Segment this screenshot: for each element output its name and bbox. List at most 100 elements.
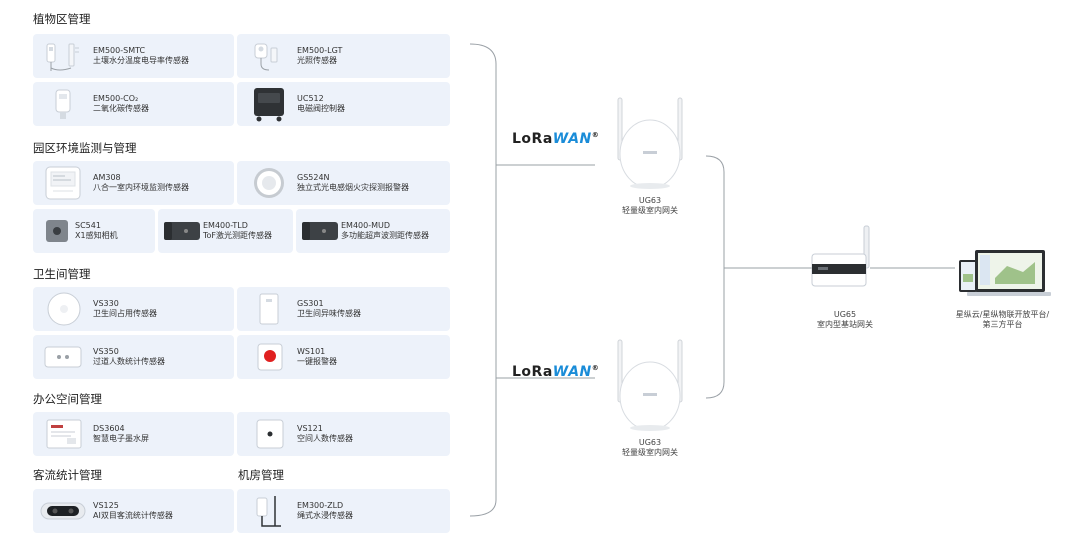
gateway-name: UG63 [638,196,662,205]
device-desc: 卫生间异味传感器 [297,309,361,318]
gateway-bracket [705,155,725,399]
device-desc: 二氧化碳传感器 [93,104,149,113]
leak-sensor-icon [256,496,281,527]
co2-sensor-icon [55,89,71,119]
device-card-ds3604[interactable]: DS3604 智慧电子墨水屏 [33,412,234,456]
device-card-em500-co2[interactable]: EM500-CO₂ 二氧化碳传感器 [33,82,234,126]
gateway-desc: 轻量级室内网关 [622,206,678,215]
cloud-platform-line1: 星纵云/星纵物联开放平台/ [955,310,1050,319]
lora-text-lo: Lo [512,131,532,147]
space-counter-icon [256,419,284,449]
device-desc: 过道人数统计传感器 [93,357,165,366]
device-group-bracket [469,43,497,517]
device-desc: 绳式水浸传感器 [297,511,353,520]
device-card-vs125[interactable]: VS125 AI双目客流统计传感器 [33,489,234,533]
device-model: DS3604 [93,424,125,433]
device-desc: 空间人数传感器 [297,434,353,443]
device-model: WS101 [297,347,326,356]
device-model: SC541 [75,221,101,230]
device-desc: ToF激光测距传感器 [203,231,273,240]
base-station-ug65-label: UG65 室内型基站网关 [795,310,895,330]
section-title-park: 园区环境监测与管理 [33,141,137,155]
lora-text-ra: Ra [531,364,553,380]
lora-text-lo: Lo [512,364,532,380]
device-desc: X1感知相机 [75,231,118,240]
device-model: VS330 [93,299,119,308]
device-card-vs121[interactable]: VS121 空间人数传感器 [237,412,450,456]
base-station-desc: 室内型基站网关 [817,320,873,329]
device-desc: 八合一室内环境监测传感器 [93,183,189,192]
lorawan-logo-top: LoRaWAN® [512,131,599,147]
environment-sensor-icon [45,166,81,200]
device-card-vs350[interactable]: VS350 过道人数统计传感器 [33,335,234,379]
eink-display-icon [46,419,82,449]
device-model: GS301 [297,299,324,308]
device-model: EM500-LGT [297,46,343,55]
camera-icon [46,220,68,242]
device-card-gs524n[interactable]: GS524N 独立式光电感烟火灾探测报警器 [237,161,450,205]
device-desc: 卫生间占用传感器 [93,309,157,318]
section-title-office: 办公空间管理 [33,392,102,406]
gateway-name: UG63 [638,438,662,447]
base-station-ug65-icon [811,225,870,287]
section-title-plant: 植物区管理 [33,12,91,26]
cloud-platform-label: 星纵云/星纵物联开放平台/ 第三方平台 [935,310,1070,330]
device-card-am308[interactable]: AM308 八合一室内环境监测传感器 [33,161,234,205]
device-card-em400-tld[interactable]: EM400-TLD ToF激光测距传感器 [158,209,293,253]
device-model: UC512 [297,94,324,103]
device-model: VS125 [93,501,119,510]
device-desc: 土壤水分温度电导率传感器 [93,56,189,65]
section-title-traffic: 客流统计管理 [33,468,102,482]
device-card-em400-mud[interactable]: EM400-MUD 多功能超声波测距传感器 [296,209,450,253]
cloud-platform-screens-icon [959,250,1051,296]
ultrasonic-sensor-icon [302,222,338,240]
section-title-wc: 卫生间管理 [33,267,91,281]
device-card-sc541[interactable]: SC541 X1感知相机 [33,209,155,253]
device-model: EM500-SMTC [93,46,146,55]
section-title-room: 机房管理 [238,468,284,482]
device-desc: AI双目客流统计传感器 [93,511,173,520]
valve-controller-icon [254,88,284,122]
device-card-ws101[interactable]: WS101 一键报警器 [237,335,450,379]
device-model: EM500-CO₂ [93,94,139,103]
gateway-ug63-icon [617,339,683,431]
device-card-em500-lgt[interactable]: EM500-LGT 光照传感器 [237,34,450,78]
gateway-ug63-label-bottom: UG63 轻量级室内网关 [610,438,690,458]
gateway-desc: 轻量级室内网关 [622,448,678,457]
device-card-uc512[interactable]: UC512 电磁阀控制器 [237,82,450,126]
device-model: EM400-TLD [203,221,248,230]
stereo-camera-icon [40,502,86,520]
lora-text-ra: Ra [531,131,553,147]
lorawan-logo-bottom: LoRaWAN® [512,364,599,380]
device-model: AM308 [93,173,121,182]
device-card-vs330[interactable]: VS330 卫生间占用传感器 [33,287,234,331]
people-counter-icon [44,346,82,368]
device-desc: 智慧电子墨水屏 [93,434,149,443]
cloud-platform-line2: 第三方平台 [982,320,1023,329]
lora-registered-mark: ® [591,131,600,139]
device-model: EM300-ZLD [297,501,344,510]
device-model: VS350 [93,347,119,356]
alarm-button-icon [257,343,283,371]
gateway-ug63-icon [617,97,683,189]
device-desc: 一键报警器 [297,357,337,366]
lora-text-wan: WAN [552,364,592,380]
device-model: GS524N [297,173,330,182]
occupancy-sensor-icon [47,292,81,326]
device-desc: 电磁阀控制器 [297,104,345,113]
tof-sensor-icon [164,222,200,240]
base-station-name: UG65 [833,310,857,319]
device-model: VS121 [297,424,323,433]
odor-sensor-icon [259,293,279,325]
gateway-ug63-label-top: UG63 轻量级室内网关 [610,196,690,216]
device-card-em300-zld[interactable]: EM300-ZLD 绳式水浸传感器 [237,489,450,533]
device-desc: 独立式光电感烟火灾探测报警器 [297,183,409,192]
lora-registered-mark: ® [591,364,600,372]
light-sensor-icon [254,43,278,71]
device-model: EM400-MUD [341,221,391,230]
soil-sensor-icon [46,43,79,71]
device-card-gs301[interactable]: GS301 卫生间异味传感器 [237,287,450,331]
device-desc: 多功能超声波测距传感器 [341,231,429,240]
device-card-em500-smtc[interactable]: EM500-SMTC 土壤水分温度电导率传感器 [33,34,234,78]
